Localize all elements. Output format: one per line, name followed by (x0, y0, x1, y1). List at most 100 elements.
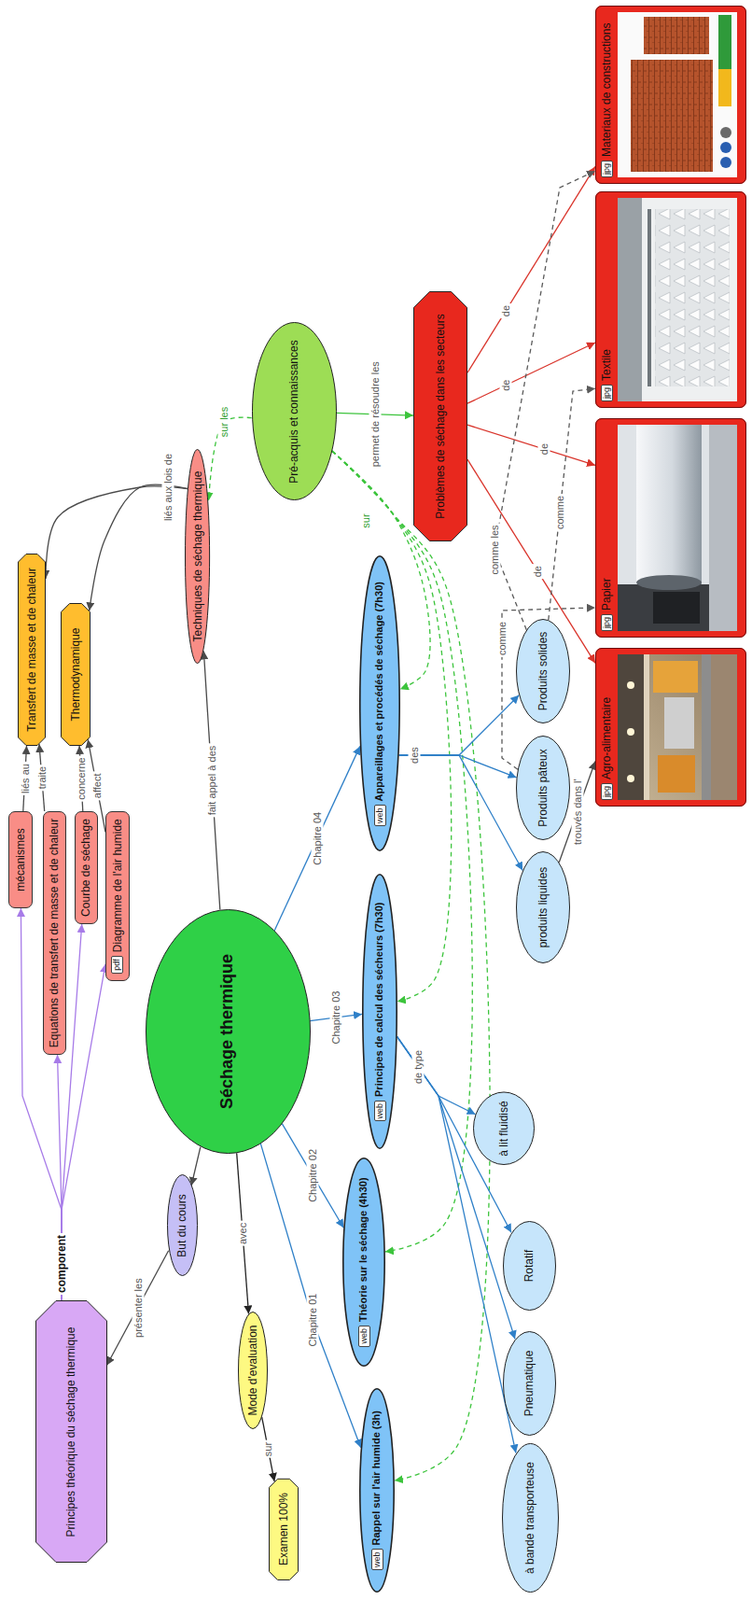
connector (332, 450, 490, 1480)
node-content: Courbe de séchage (79, 818, 93, 917)
node-content: à bande transporteuse (523, 1461, 537, 1574)
node-content: Materiaux de constructionsjpg (596, 17, 617, 183)
connector (494, 170, 596, 630)
octagon-outline (18, 554, 46, 746)
node-content: Pré-acquis et connaissances (287, 339, 301, 483)
connector (208, 417, 252, 501)
concept-box: mécanismes (8, 810, 33, 908)
image-card: Agro-alimentaire jpg (595, 647, 747, 807)
node-content: Equations de transfert de masse et de ch… (47, 818, 61, 1047)
node-content: Appareillages et procédés de séchage (7h… (373, 581, 386, 826)
concept-ellipse: Rotatif (502, 1220, 557, 1310)
ellipse-outline (473, 1091, 535, 1165)
connector-label: traite (35, 764, 48, 791)
node-label: Pré-acquis et connaissances (287, 339, 301, 483)
connector (467, 342, 596, 404)
node-content: Agro-alimentaire jpg (596, 691, 617, 806)
ellipse-outline (185, 449, 210, 664)
concept-ellipse: Pré-acquis et connaissances (251, 322, 337, 502)
ellipse-outline (362, 874, 397, 1148)
ellipse-outline (516, 736, 571, 840)
node-content: Textilejpg (596, 343, 617, 407)
node-label: à bande transporteuse (523, 1461, 537, 1574)
node-label: Examen 100% (277, 1491, 291, 1565)
node-content: Produits pâteux (536, 748, 550, 826)
ellipse-outline (501, 1443, 558, 1592)
connector-label: sur (262, 1439, 275, 1458)
node-content: Principes théorique du séchage thermique (64, 1326, 78, 1537)
node-content: Principes de calcul des sécheurs (7h30)w… (373, 902, 386, 1122)
connector-label: liés au (18, 761, 31, 795)
file-type-badge: jpg (600, 613, 613, 631)
node-label: Agro-alimentaire (599, 696, 613, 780)
node-label: Principes de calcul des sécheurs (7h30) (373, 902, 386, 1097)
ellipse-outline (516, 851, 571, 963)
concept-box: Equations de transfert de masse et de ch… (42, 810, 67, 1055)
concept-ellipse: But du cours (167, 1174, 198, 1277)
octagon-outline (35, 1300, 107, 1562)
concept-box: Courbe de séchage (74, 810, 98, 924)
node-content: But du cours (175, 1193, 189, 1256)
connector (236, 1152, 250, 1313)
node-label: Théorie sur le séchage (4h30) (357, 1176, 370, 1322)
node-label: mécanismes (13, 827, 28, 891)
connector-label: présenter les (131, 1275, 144, 1339)
node-label: Produits pâteux (536, 748, 550, 826)
concept-octagon: Transfert de masse et de chaleur (17, 553, 46, 746)
connector (548, 388, 596, 620)
concept-ellipse: Rappel sur l'air humide (3h)web (359, 1387, 395, 1592)
node-content: Séchage thermique (217, 953, 238, 1109)
connector (397, 1036, 516, 1339)
image-card: Materiaux de constructionsjpg (595, 5, 747, 184)
connector (332, 450, 473, 1252)
node-label: But du cours (175, 1193, 189, 1256)
connector (262, 1416, 275, 1481)
file-type-badge: jpg (600, 782, 613, 800)
textile-photo (595, 191, 747, 408)
file-type-badge: web (374, 804, 387, 826)
concept-octagon: Examen 100% (268, 1476, 299, 1579)
connector-label: Chapitre 03 (330, 988, 343, 1046)
connector-label: affect (90, 770, 103, 800)
connector-label: comme (496, 619, 509, 657)
connector-label: comme les (488, 522, 502, 576)
file-type-badge: jpg (600, 384, 613, 402)
concept-ellipse: Théorie sur le séchage (4h30) web (342, 1156, 386, 1366)
node-content: Papier jpg (596, 571, 617, 637)
connector-label: comporent (55, 1232, 69, 1295)
connector (467, 166, 596, 373)
concept-octagon: Problèmes de séchage dans les secteurs (413, 291, 468, 542)
agro-food-photo (595, 647, 747, 807)
node-label: Pneumatique (522, 1350, 536, 1417)
node-content: à lit fluidisé (497, 1100, 511, 1156)
node-content: Rappel sur l'air humide (3h)web (370, 1409, 383, 1570)
file-type-badge: web (358, 1324, 371, 1347)
concept-ellipse: Pneumatique (502, 1330, 557, 1435)
paper-photo (595, 417, 747, 638)
connector-label: liés aux lois de (162, 451, 175, 523)
node-label: Appareillages et procédés de séchage (7h… (373, 581, 386, 801)
node-content: Examen 100% (277, 1491, 291, 1565)
node-label: Mode d'evaluation (246, 1323, 260, 1415)
node-content: Pneumatique (522, 1350, 536, 1417)
ellipse-outline (516, 619, 571, 724)
connector-label: fait appel à des (206, 743, 219, 818)
connector-label: avec (236, 1220, 250, 1246)
node-label: Techniques de séchage thermique (191, 471, 205, 642)
ellipse-outline (360, 1388, 394, 1591)
node-label: Transfert de masse et de chaleur (25, 567, 39, 732)
node-label: Séchage thermique (217, 953, 238, 1109)
concept-box: Diagramme de l'air humidepdf (105, 810, 130, 981)
node-label: Produits solides (536, 631, 550, 711)
ellipse-outline (167, 1174, 197, 1276)
ellipse-outline (502, 1221, 556, 1310)
connector-label: permet de résoudre les (368, 359, 381, 469)
concept-ellipse: Séchage thermique (145, 908, 311, 1154)
connector (107, 1250, 169, 1365)
connector-label: des (408, 744, 421, 766)
node-label: Papier (599, 577, 613, 611)
ellipse-outline (360, 556, 400, 850)
concept-ellipse: Produits solides (515, 618, 571, 724)
node-label: Equations de transfert de masse et de ch… (47, 818, 61, 1047)
